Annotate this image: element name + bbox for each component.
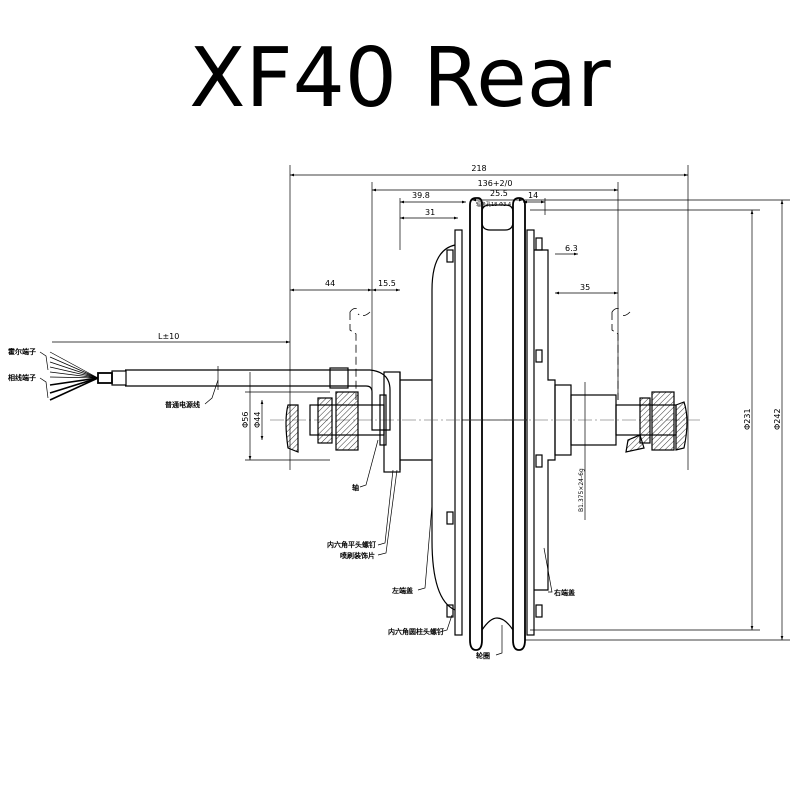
part-labels: 霍尔端子 相线端子 普通电源线 轴 内六角平头螺钉 喷刷装饰片 左端盖 内六角圆…	[8, 347, 575, 660]
dim-phi44: Φ44	[253, 412, 262, 428]
label-decor-plate: 喷刷装饰片	[340, 551, 375, 560]
dim-39-8: 39.8	[412, 191, 430, 200]
dim-6-3: 6.3	[565, 244, 578, 253]
dim-phi242: Φ242	[773, 408, 782, 430]
dimension-texts: 218 136+2/0 39.8 25.5 14 辐条孔18-Φ3.4 31 4…	[158, 164, 782, 512]
label-cap-screw: 内六角圆柱头螺钉	[388, 627, 444, 636]
dim-phi231: Φ231	[743, 408, 752, 430]
dim-phi56: Φ56	[241, 412, 250, 428]
leader-lines	[39, 351, 553, 656]
drawing-title: XF40 Rear	[189, 31, 611, 126]
dim-35: 35	[580, 283, 590, 292]
dim-25-5: 25.5	[490, 189, 508, 198]
hub-motor	[49, 197, 700, 651]
dimension-lines	[52, 165, 790, 641]
dim-31: 31	[425, 208, 435, 217]
dim-44: 44	[325, 279, 335, 288]
dim-218: 218	[471, 164, 486, 173]
dim-136: 136+2/0	[478, 179, 513, 188]
dim-14: 14	[528, 191, 538, 200]
label-phase-terminal: 相线端子	[8, 373, 36, 382]
dim-cable-length: L±10	[158, 332, 179, 341]
label-hall-terminal: 霍尔端子	[8, 347, 36, 356]
label-flat-screw: 内六角平头螺钉	[327, 540, 376, 549]
label-cable: 普通电源线	[165, 400, 200, 409]
dim-15-5: 15.5	[378, 279, 396, 288]
label-axle: 轴	[352, 483, 359, 492]
label-right-cover: 右端盖	[553, 588, 575, 597]
dim-thread: B1.375×24-6g	[578, 468, 585, 512]
label-rim: 轮圈	[476, 651, 490, 660]
label-left-cover: 左端盖	[391, 586, 413, 595]
